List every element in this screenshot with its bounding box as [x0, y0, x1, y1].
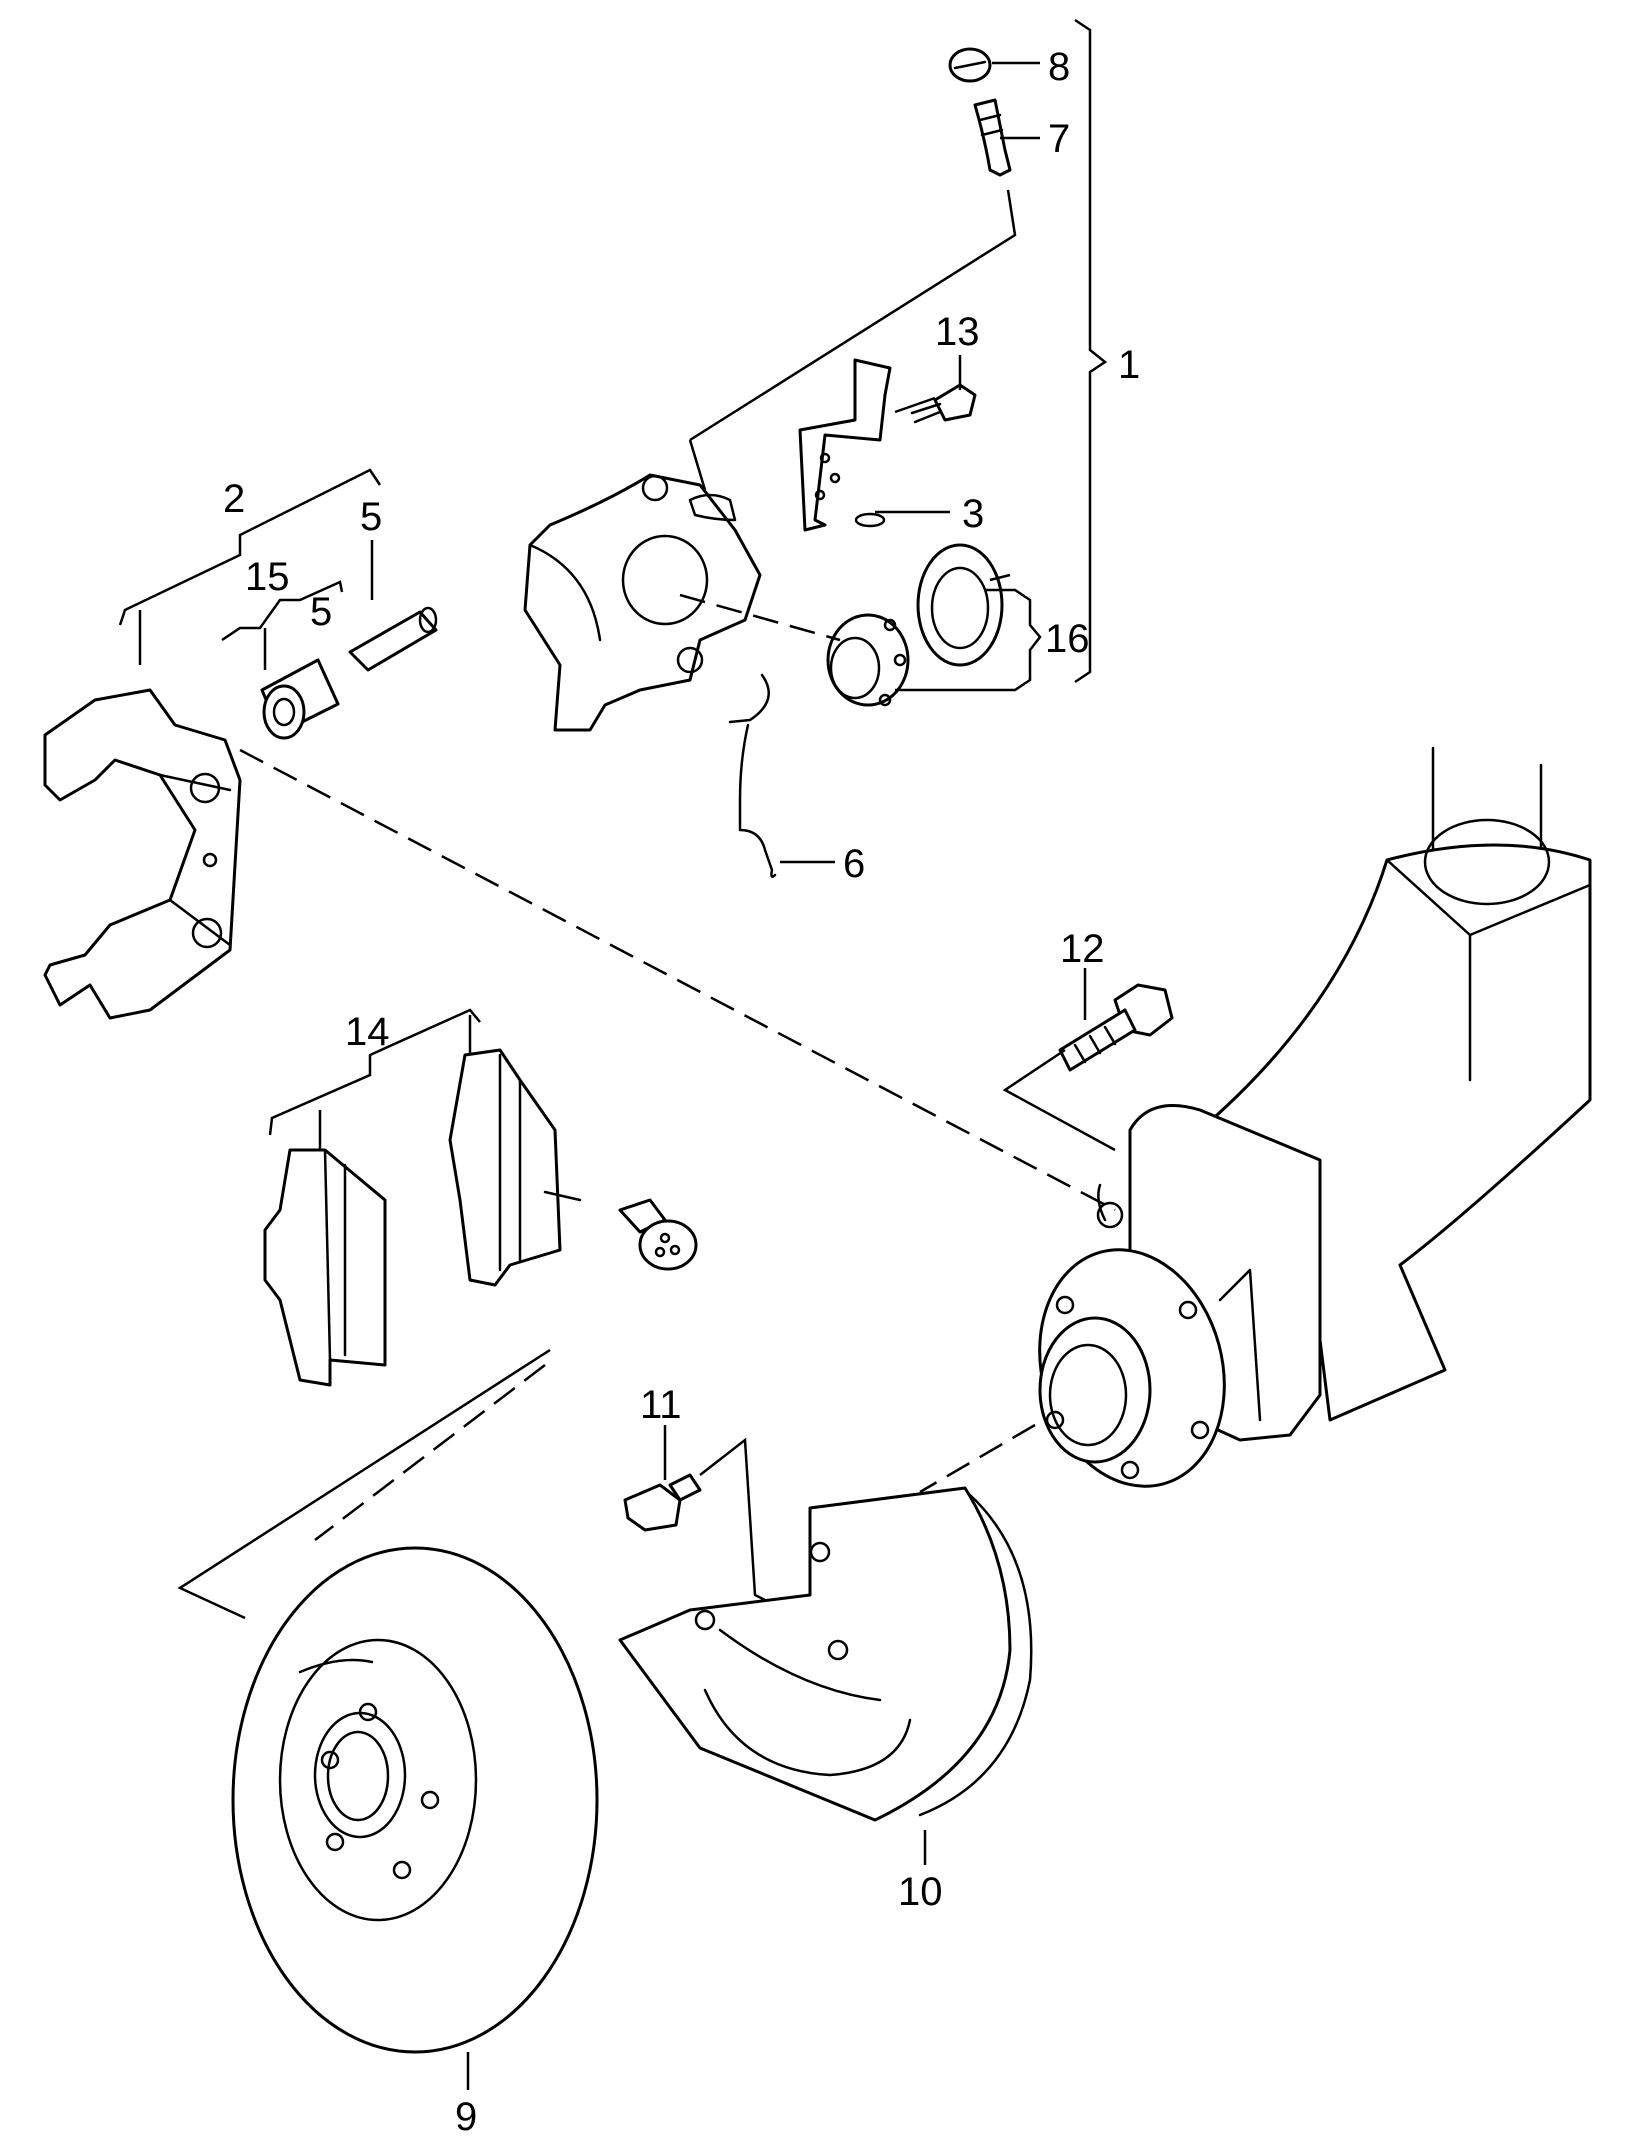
- assembly-lines: [239, 189, 1116, 1541]
- callout-13: 13: [935, 310, 980, 354]
- callout-12: 12: [1060, 927, 1105, 971]
- piston-and-seals: [826, 543, 1004, 707]
- brake-pads: [263, 1048, 698, 1387]
- callout-16: 16: [1045, 617, 1090, 661]
- dust-cap: [948, 47, 992, 83]
- brake-carrier: [43, 688, 242, 1020]
- callout-3: 3: [962, 492, 984, 536]
- pad-wear-bracket: [798, 358, 892, 532]
- callout-15: 15: [245, 555, 290, 599]
- callout-1: 1: [1118, 343, 1140, 387]
- carrier-bolt: [1058, 983, 1174, 1072]
- bracket-bolt: [910, 383, 977, 424]
- callout-10: 10: [898, 1870, 943, 1914]
- callout-5-upper: 5: [360, 495, 382, 539]
- leader-lines: [118, 18, 1116, 2090]
- callout-labels: 1 2 3 5 5 6 7 8 9 10 11 12 13 14 15 16: [223, 45, 1140, 2137]
- brake-disc: [231, 1546, 599, 2054]
- callout-14: 14: [345, 1010, 390, 1054]
- callout-6: 6: [843, 842, 865, 886]
- callout-9: 9: [455, 2095, 477, 2137]
- callout-8: 8: [1048, 45, 1070, 89]
- wheel-hub: [1038, 1248, 1262, 1488]
- callout-5-lower: 5: [310, 590, 332, 634]
- brake-caliper-housing: [523, 473, 762, 732]
- guide-pin-and-bush: [260, 606, 438, 740]
- bleed-screw: [973, 98, 1012, 177]
- wear-indicator-wire: [728, 673, 777, 878]
- callout-7: 7: [1048, 117, 1070, 161]
- splash-plate: [618, 1486, 1033, 1822]
- callout-11: 11: [640, 1383, 682, 1427]
- callout-2: 2: [223, 477, 245, 521]
- splash-plate-bolt: [623, 1473, 702, 1532]
